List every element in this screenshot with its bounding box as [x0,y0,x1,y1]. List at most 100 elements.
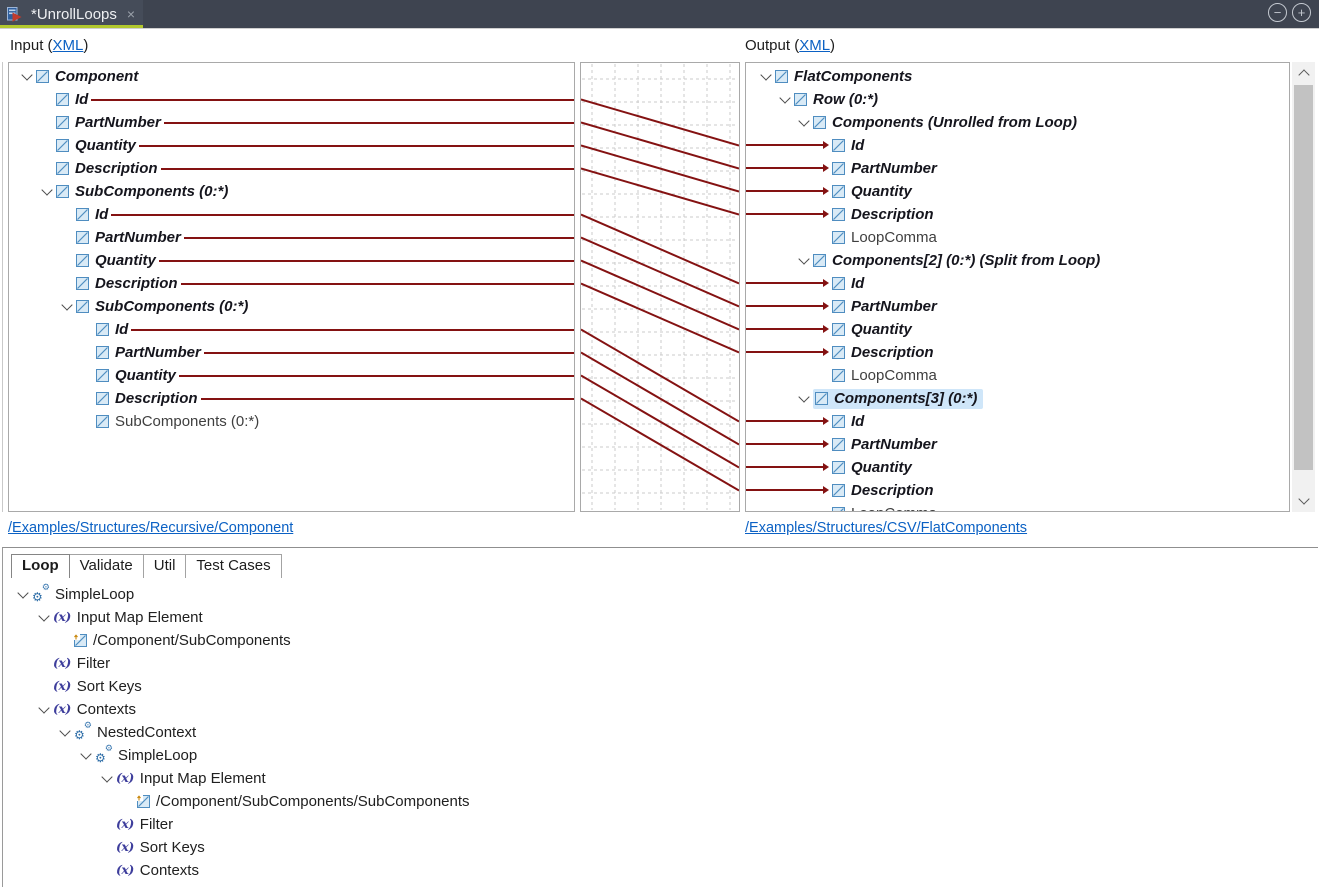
output-tree-row[interactable]: Components[3] (0:*) [746,387,1289,410]
input-tree-row[interactable]: PartNumber [9,111,574,134]
output-tree-row[interactable]: Components (Unrolled from Loop) [746,111,1289,134]
minus-icon: − [1273,5,1282,20]
xml-element-icon [815,391,828,405]
input-tree-row[interactable]: Description [9,387,574,410]
chevron-down-icon[interactable] [756,69,775,81]
loop-tree-row[interactable]: (x)Sort Keys [5,836,1316,859]
collapse-all-button[interactable]: − [1268,3,1287,22]
input-tree-row[interactable]: SubComponents (0:*) [9,410,574,433]
input-tree-row[interactable]: PartNumber [9,226,574,249]
xml-element-icon [832,277,845,290]
output-tree-row[interactable]: Description [746,203,1289,226]
chevron-down-icon[interactable] [76,748,95,760]
tab-util[interactable]: Util [142,554,187,578]
chevron-down-icon[interactable] [794,391,813,403]
loop-tree-row[interactable]: (x)Contexts [5,698,1316,721]
loop-tree-row[interactable]: (x)Input Map Element [5,606,1316,629]
output-tree-row[interactable]: Quantity [746,456,1289,479]
output-tree-row[interactable]: LoopComma [746,226,1289,249]
chevron-down-icon[interactable] [13,587,32,599]
chevron-down-icon[interactable] [34,702,53,714]
mapping-line [138,144,574,147]
map-document-icon [7,6,24,22]
tree-item-label: Filter [139,816,174,833]
output-tree-row[interactable]: Quantity [746,318,1289,341]
input-tree-row[interactable]: Quantity [9,249,574,272]
chevron-down-icon[interactable] [17,69,36,81]
xml-element-icon [832,415,845,428]
loop-tree-row[interactable]: (x)Filter [5,813,1316,836]
output-header-text: Output ( [745,37,800,54]
input-structure-link[interactable]: /Examples/Structures/Recursive/Component [8,520,294,536]
output-tree-row[interactable]: Row (0:*) [746,88,1289,111]
output-tree-row[interactable]: Components[2] (0:*) (Split from Loop) [746,249,1289,272]
mapping-arrow [746,141,829,149]
chevron-down-icon[interactable] [34,610,53,622]
input-tree-row[interactable]: Component [9,65,574,88]
output-tree-row[interactable]: PartNumber [746,157,1289,180]
loop-tree-row[interactable]: (x)Sort Keys [5,675,1316,698]
xml-element-icon [76,208,89,221]
loop-tree-row[interactable]: (x)Contexts [5,859,1316,882]
loop-tree-row[interactable]: /Component/SubComponents [5,629,1316,652]
loop-tree-row[interactable]: /Component/SubComponents/SubComponents [5,790,1316,813]
output-tree-row[interactable]: Quantity [746,180,1289,203]
loop-tree-row[interactable]: ⚙⚙SimpleLoop [5,744,1316,767]
chevron-down-icon[interactable] [775,92,794,104]
output-tree-row[interactable]: PartNumber [746,433,1289,456]
mapping-arrow [746,486,829,494]
input-tree-row[interactable]: Id [9,88,574,111]
output-structure-link[interactable]: /Examples/Structures/CSV/FlatComponents [745,520,1028,536]
loop-tree-row[interactable]: ⚙⚙SimpleLoop [5,583,1316,606]
output-tree-row[interactable]: PartNumber [746,295,1289,318]
tab-loop[interactable]: Loop [11,554,70,578]
input-tree-row[interactable]: PartNumber [9,341,574,364]
arrowhead-icon [823,164,829,172]
input-tree-row[interactable]: SubComponents (0:*) [9,180,574,203]
input-tree-row[interactable]: Id [9,318,574,341]
output-scrollbar[interactable] [1292,62,1315,512]
loop-tree-row[interactable]: ⚙⚙NestedContext [5,721,1316,744]
input-tree-row[interactable]: SubComponents (0:*) [9,295,574,318]
output-tree-row[interactable]: LoopComma [746,364,1289,387]
chevron-down-icon[interactable] [794,115,813,127]
output-tree-row[interactable]: Id [746,410,1289,433]
chevron-down-icon[interactable] [794,253,813,265]
input-tree-row[interactable]: Id [9,203,574,226]
output-tree-row[interactable]: LoopComma [746,502,1289,511]
output-tree-row[interactable]: Id [746,272,1289,295]
expand-all-button[interactable]: + [1292,3,1311,22]
input-tree-row[interactable]: Description [9,157,574,180]
input-tree-row[interactable]: Description [9,272,574,295]
loop-tree-row[interactable]: (x)Filter [5,652,1316,675]
tab-validate[interactable]: Validate [68,554,144,578]
input-tree-row[interactable]: Quantity [9,364,574,387]
chevron-down-icon[interactable] [57,299,76,311]
output-xml-link[interactable]: XML [799,37,831,54]
output-tree-row[interactable]: Id [746,134,1289,157]
output-tree-row[interactable]: Description [746,479,1289,502]
input-xml-link[interactable]: XML [52,37,84,54]
chevron-down-icon[interactable] [37,184,56,196]
tree-item-label: PartNumber [75,114,161,131]
chevron-down-icon[interactable] [55,725,74,737]
mapping-arrow [746,279,829,287]
scrollbar-thumb[interactable] [1294,85,1313,470]
mapping-line [180,282,574,285]
scroll-up-icon[interactable] [1292,62,1315,84]
loop-tree-row[interactable]: (x)Input Map Element [5,767,1316,790]
output-tree-row[interactable]: Description [746,341,1289,364]
chevron-down-icon[interactable] [97,771,116,783]
output-tree-row[interactable]: FlatComponents [746,65,1289,88]
active-tab-underline [0,25,143,28]
input-tree-row[interactable]: Quantity [9,134,574,157]
close-icon[interactable]: × [126,6,136,22]
tree-item-label: Quantity [75,137,136,154]
tree-item-label: FlatComponents [794,68,913,85]
document-tab-unrollloops[interactable]: *UnrollLoops × [0,0,143,28]
tree-item-label: Quantity [851,459,912,476]
scroll-down-icon[interactable] [1292,490,1315,512]
tab-test-cases[interactable]: Test Cases [185,554,282,578]
